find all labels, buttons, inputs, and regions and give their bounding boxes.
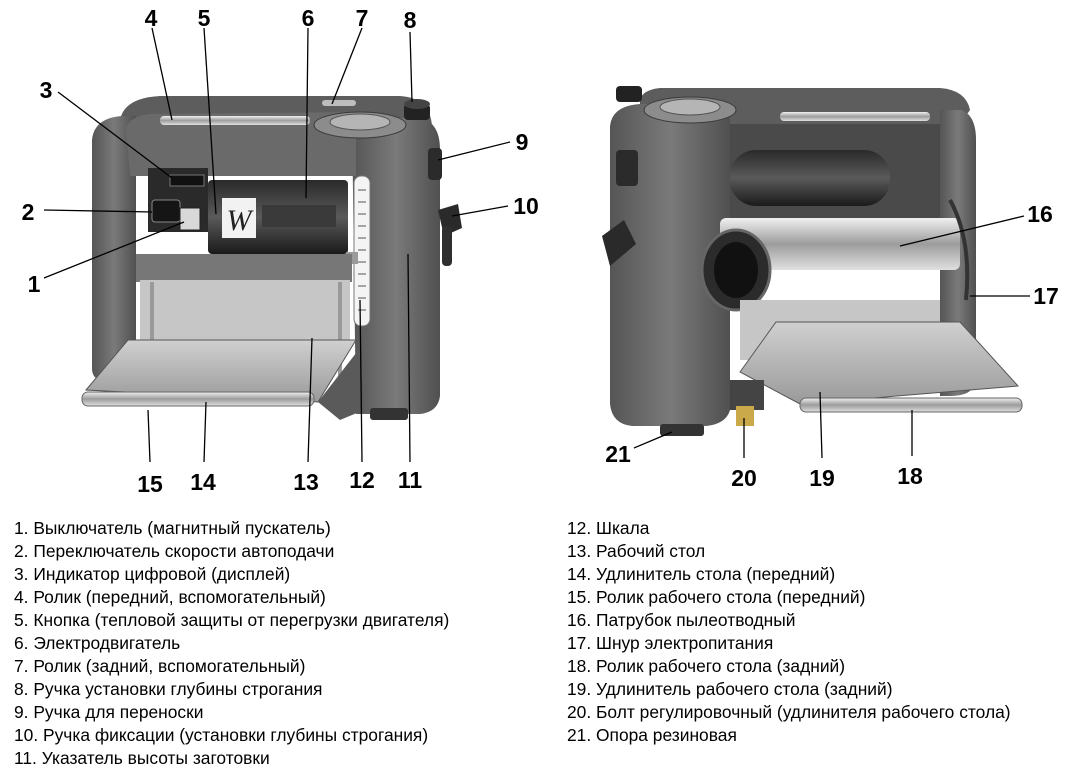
legend-item: 12. Шкала bbox=[567, 518, 650, 538]
legend-item: 7. Ролик (задний, вспомогательный) bbox=[14, 656, 306, 676]
digital-display bbox=[169, 174, 205, 187]
rear-table-extension bbox=[739, 321, 1020, 405]
left-column bbox=[92, 116, 136, 380]
callout-10: 10 bbox=[513, 193, 539, 219]
legend-item: 18. Ролик рабочего стола (задний) bbox=[567, 656, 846, 676]
legend-item: 3. Индикатор цифровой (дисплей) bbox=[14, 564, 291, 584]
callout-5: 5 bbox=[198, 5, 211, 31]
legend-item: 17. Шнур электропитания bbox=[567, 633, 774, 653]
legend-item: 21. Опора резиновая bbox=[567, 725, 737, 745]
legend-item: 14. Удлинитель стола (передний) bbox=[567, 564, 836, 584]
callout-1: 1 bbox=[28, 271, 41, 297]
leader-lines bbox=[43, 27, 1030, 463]
legend-item: 2. Переключатель скорости автоподачи bbox=[14, 541, 335, 561]
rear-aux-roller bbox=[322, 100, 356, 106]
planer-rear-view bbox=[602, 86, 1023, 436]
height-scale bbox=[353, 175, 371, 327]
callout-21: 21 bbox=[605, 441, 631, 467]
speed-switch bbox=[151, 199, 181, 223]
rear-table-roller bbox=[799, 397, 1023, 413]
legend-item: 8. Ручка установки глубины строгания bbox=[14, 679, 323, 699]
callout-17: 17 bbox=[1033, 283, 1059, 309]
legend-item: 1. Выключатель (магнитный пускатель) bbox=[14, 518, 331, 538]
adjusting-bolt bbox=[736, 406, 754, 426]
front-table-roller bbox=[81, 391, 315, 407]
callout-9: 9 bbox=[516, 129, 529, 155]
callout-3: 3 bbox=[40, 77, 53, 103]
callout-2: 2 bbox=[22, 199, 35, 225]
front-aux-roller bbox=[160, 116, 310, 125]
top-cover bbox=[126, 112, 356, 176]
legend-item: 15. Ролик рабочего стола (передний) bbox=[567, 587, 866, 607]
legend-item: 10. Ручка фиксации (установки глубины ст… bbox=[14, 725, 429, 745]
legend-item: 5. Кнопка (тепловой защиты от перегрузки… bbox=[14, 610, 450, 630]
callout-numbers: 1 2 3 4 5 6 7 8 9 10 11 12 13 14 15 16 1… bbox=[22, 5, 1059, 497]
planer-diagram: W bbox=[22, 5, 1059, 497]
callout-4: 4 bbox=[145, 5, 158, 31]
power-cord bbox=[948, 199, 970, 301]
callout-8: 8 bbox=[404, 7, 417, 33]
brand-logo: W bbox=[227, 204, 255, 237]
legend-right: 12. Шкала 13. Рабочий стол 14. Удлинител… bbox=[567, 517, 1037, 747]
legend-item: 11. Указатель высоты заготовки bbox=[14, 748, 270, 768]
legend-item: 4. Ролик (передний, вспомогательный) bbox=[14, 587, 326, 607]
callout-19: 19 bbox=[809, 465, 835, 491]
callout-7: 7 bbox=[356, 5, 369, 31]
callout-13: 13 bbox=[293, 469, 319, 495]
callout-18: 18 bbox=[897, 463, 923, 489]
callout-12: 12 bbox=[349, 467, 375, 493]
callout-14: 14 bbox=[190, 469, 216, 495]
motor-nameplate bbox=[262, 205, 336, 227]
callout-20: 20 bbox=[731, 465, 757, 491]
legend-item: 16. Патрубок пылеотводный bbox=[567, 610, 796, 630]
legend-item: 13. Рабочий стол bbox=[567, 541, 706, 561]
legend-item: 19. Удлинитель рабочего стола (задний) bbox=[567, 679, 893, 699]
legend-left: 1. Выключатель (магнитный пускатель) 2. … bbox=[14, 517, 544, 770]
callout-11: 11 bbox=[398, 467, 423, 493]
callout-16: 16 bbox=[1027, 201, 1053, 227]
legend-item: 6. Электродвигатель bbox=[14, 633, 181, 653]
legend-item: 9. Ручка для переноски bbox=[14, 702, 204, 722]
legend-item: 20. Болт регулировочный (удлинителя рабо… bbox=[567, 702, 1011, 722]
dust-port bbox=[720, 218, 960, 270]
rear-motor bbox=[730, 150, 890, 206]
callout-15: 15 bbox=[137, 471, 163, 497]
planer-front-view: W bbox=[81, 96, 462, 420]
main-switch bbox=[179, 207, 201, 231]
callout-6: 6 bbox=[302, 5, 315, 31]
work-table bbox=[140, 280, 350, 346]
rear-left-column bbox=[610, 104, 730, 426]
carry-handle bbox=[428, 148, 442, 180]
right-column bbox=[352, 118, 440, 414]
